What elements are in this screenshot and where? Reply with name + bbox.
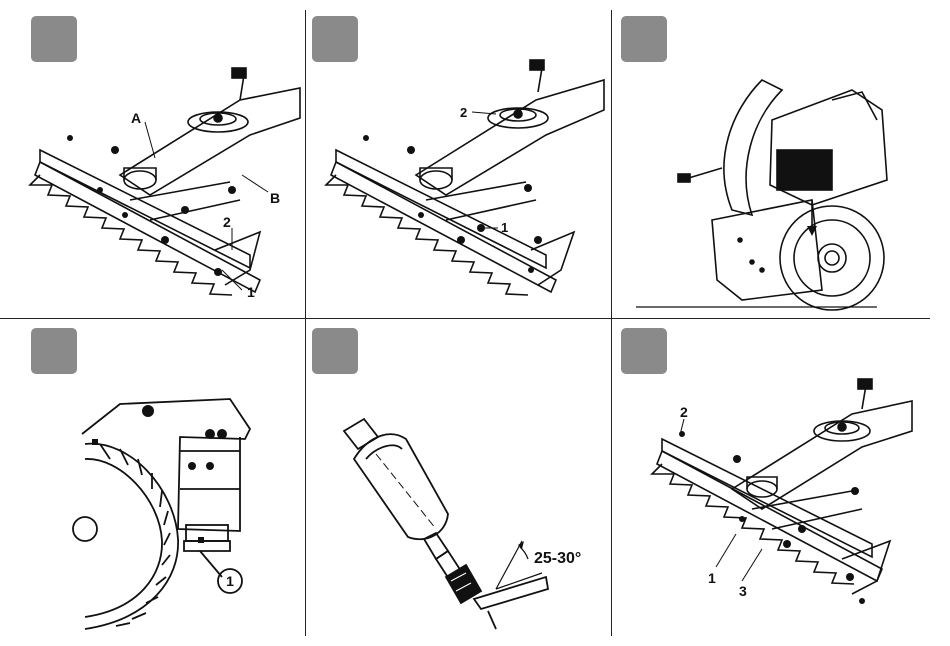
panel-6-cutter-bar-parts: 2 1 3 — [612, 319, 930, 636]
illustration-machine-wheel — [612, 0, 930, 318]
callout-1: 1 — [247, 284, 255, 300]
illustration-wheel-hub: 1 — [0, 319, 305, 636]
callout-2: 2 — [460, 105, 467, 120]
panel-4-wheel-hub-detail: 1 — [0, 319, 305, 636]
callout-A: A — [131, 110, 141, 126]
illustration-cutter-bar-3: 2 1 3 — [612, 319, 930, 636]
callout-2: 2 — [680, 404, 688, 420]
illustration-cutter-bar-2: 2 1 — [306, 0, 611, 318]
callout-1: 1 — [708, 570, 716, 586]
panel-1-cutter-bar-assembly: A B 2 1 — [0, 0, 305, 318]
panel-2-cutter-bar-pulley: 2 1 — [306, 0, 611, 318]
callout-3: 3 — [739, 583, 747, 599]
panel-5-sharpening-angle: 25-30° — [306, 319, 611, 636]
callout-2: 2 — [223, 214, 231, 230]
callout-1: 1 — [501, 220, 508, 235]
panel-3-machine-side-view — [612, 0, 930, 318]
angle-label: 25-30° — [534, 550, 581, 567]
illustration-sharpening-tool: 25-30° — [306, 319, 611, 636]
illustration-cutter-bar-1: A B 2 1 — [0, 0, 305, 318]
callout-B: B — [270, 190, 280, 206]
callout-1: 1 — [226, 573, 234, 589]
